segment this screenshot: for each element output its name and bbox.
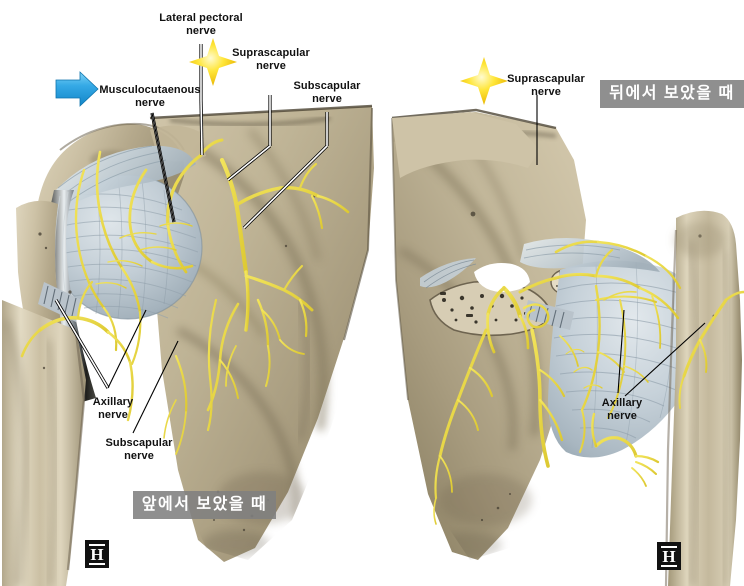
banner-anterior-view: 앞에서 보았을 때 <box>133 491 276 519</box>
sparkle-icon-left <box>189 38 237 86</box>
publisher-logo-left: H <box>85 540 109 568</box>
label-suprascapular-nerve-right: Suprascapular nerve <box>507 73 585 98</box>
label-subscapular-nerve-upper: Subscapular nerve <box>293 80 361 105</box>
publisher-logo-right-letter: H <box>661 545 677 567</box>
right-arrow-icon <box>55 71 99 107</box>
banner-posterior-view: 뒤에서 보았을 때 <box>600 80 744 108</box>
leader-lines <box>54 44 706 434</box>
label-axillary-nerve-left: Axillary nerve <box>92 396 134 421</box>
anterior-view-artwork <box>2 104 374 586</box>
publisher-logo-left-letter: H <box>89 543 105 565</box>
publisher-logo-right: H <box>657 542 681 570</box>
label-subscapular-nerve-lower: Subscapular nerve <box>105 437 173 462</box>
label-musculocutaenous-nerve: Musculocutaenous nerve <box>99 84 201 109</box>
posterior-view-artwork <box>391 108 744 586</box>
label-lateral-pectoral-nerve: Lateral pectoral nerve <box>159 12 243 37</box>
sparkle-icon-right <box>460 57 508 105</box>
label-suprascapular-nerve-left: Suprascapular nerve <box>232 47 310 72</box>
label-axillary-nerve-right: Axillary nerve <box>601 397 643 422</box>
